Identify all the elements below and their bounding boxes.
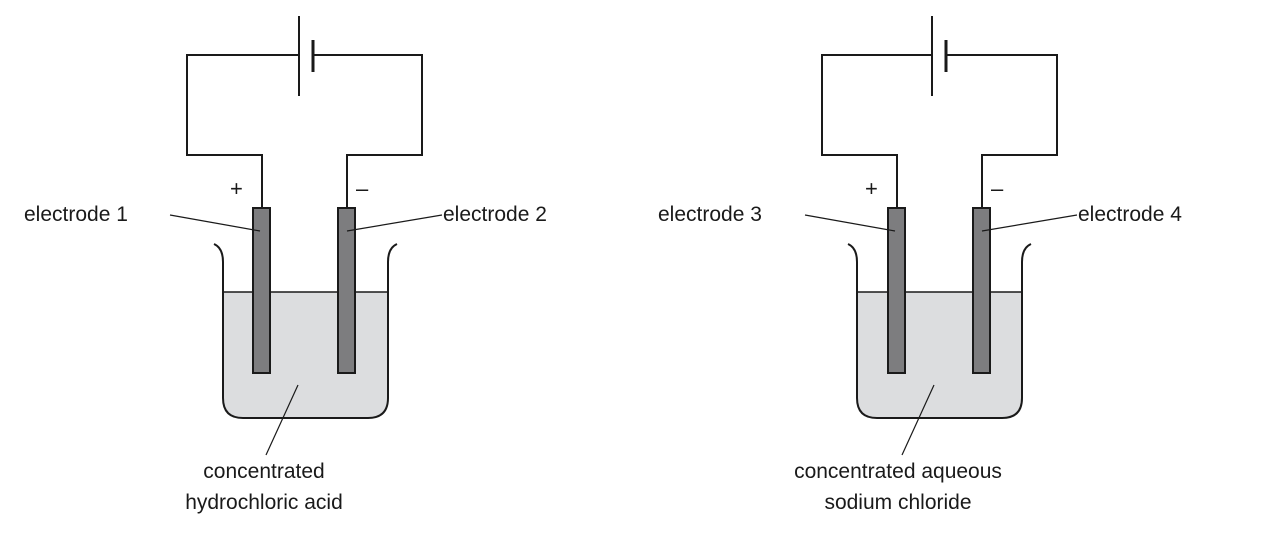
right-cell: + – electrode 3 electrode 4 concentrated… <box>658 16 1182 514</box>
electrode-3-label: electrode 3 <box>658 203 762 226</box>
right-positive-sign: + <box>865 176 878 201</box>
left-electrode-1 <box>252 207 271 374</box>
right-solution-label-line1: concentrated aqueous <box>794 460 1002 483</box>
electrode-2-leader <box>346 214 443 232</box>
electrode-2-label: electrode 2 <box>443 203 547 226</box>
right-solution <box>857 292 1022 418</box>
right-negative-sign: – <box>991 176 1004 201</box>
right-electrode-3 <box>887 207 906 374</box>
right-beaker <box>847 243 1032 419</box>
left-solution <box>223 292 388 418</box>
electrode-4-label: electrode 4 <box>1078 203 1182 226</box>
right-electrode-4 <box>972 207 991 374</box>
left-solution-label-line1: concentrated <box>203 460 324 483</box>
right-circuit-wire <box>821 54 1058 208</box>
right-solution-leader <box>901 384 935 456</box>
electrode-1-label: electrode 1 <box>24 203 128 226</box>
left-cell: + – electrode 1 electrode 2 concentrated… <box>24 16 547 514</box>
left-circuit-wire <box>186 54 423 208</box>
left-electrode-2 <box>337 207 356 374</box>
left-negative-sign: – <box>356 176 369 201</box>
left-positive-sign: + <box>230 176 243 201</box>
left-solution-leader <box>265 384 299 456</box>
electrode-3-leader <box>804 214 896 232</box>
left-solution-label-line2: hydrochloric acid <box>185 491 343 514</box>
electrode-1-leader <box>169 214 261 232</box>
electrode-4-leader <box>981 214 1078 232</box>
left-beaker <box>213 243 398 419</box>
right-solution-label-line2: sodium chloride <box>824 491 971 514</box>
